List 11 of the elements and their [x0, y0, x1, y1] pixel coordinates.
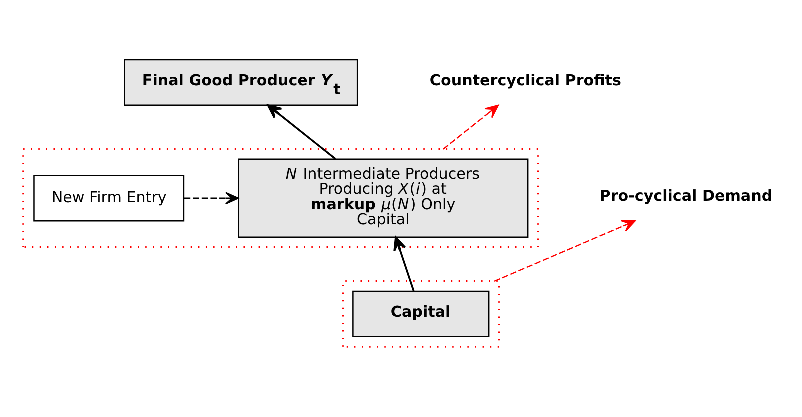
- node-text: Pro-cyclical Demand: [600, 187, 773, 206]
- cluster: [342, 280, 500, 348]
- node-box: N Intermediate Producers Producing X(i) at markup μ(N) Only Capital: [238, 158, 529, 238]
- node-box: New Firm Entry: [34, 175, 185, 222]
- arrow: [184, 192, 240, 205]
- cluster: [22, 148, 540, 248]
- node-box: Capital: [352, 290, 490, 338]
- arrow: [443, 104, 500, 150]
- arrow: [494, 220, 636, 282]
- node-text: Countercyclical Profits: [430, 71, 622, 90]
- arrow: [394, 236, 415, 292]
